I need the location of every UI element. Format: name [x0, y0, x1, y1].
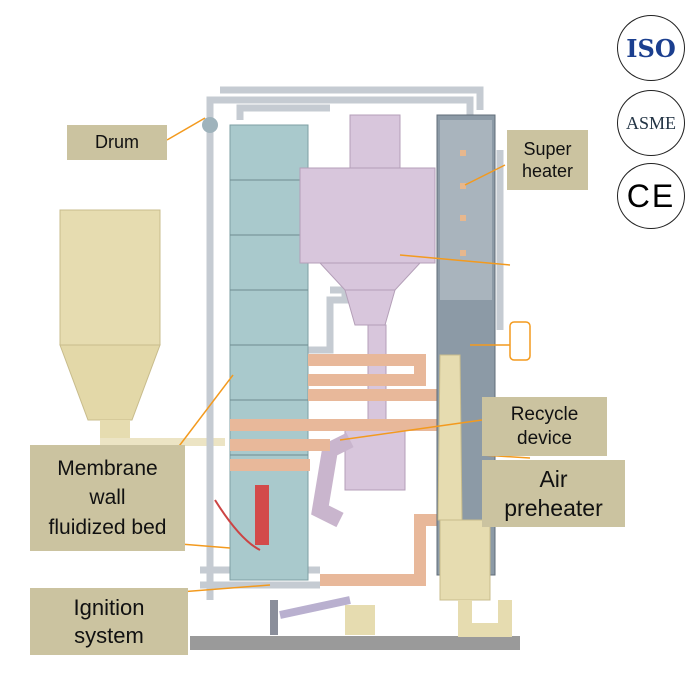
- superheater-hangers: [460, 150, 466, 256]
- iso-text: ISO: [626, 33, 676, 63]
- callout-marker: [509, 321, 531, 361]
- superheater-section: [440, 120, 492, 300]
- label-drum: Drum: [67, 125, 167, 160]
- label-air-preheater: Air preheater: [482, 460, 625, 527]
- ground-platform: [190, 636, 520, 650]
- label-text: Ignition: [73, 595, 145, 620]
- drum: [202, 117, 218, 133]
- label-recycle-device: Recycle device: [482, 397, 607, 456]
- air-preheater-column: [437, 354, 512, 637]
- label-ignition-system: Ignition system: [30, 588, 188, 655]
- label-membrane-wall-fluidized-bed: Membrane wall fluidized bed: [30, 445, 185, 551]
- label-drum-text: Drum: [95, 132, 139, 153]
- label-text: Air: [539, 465, 568, 492]
- label-text: device: [517, 427, 572, 449]
- cyclone-separator: [299, 114, 436, 528]
- fluidized-bed-area: [214, 485, 375, 635]
- label-text: Membrane: [57, 456, 158, 480]
- label-text: preheater: [504, 494, 603, 521]
- asme-logo: ASME: [617, 90, 685, 156]
- label-text: wall: [89, 486, 126, 510]
- label-text: fluidized bed: [48, 515, 167, 539]
- ce-text: CE: [626, 177, 676, 214]
- label-text: system: [74, 622, 144, 648]
- label-text: Recycle: [510, 403, 579, 425]
- iso-logo: ISO: [617, 15, 685, 81]
- asme-text: ASME: [625, 112, 676, 133]
- furnace-panels: [230, 179, 308, 456]
- label-text: heater: [521, 161, 574, 181]
- label-text: Super: [523, 138, 572, 159]
- coal-hopper: [59, 209, 225, 446]
- label-super-heater: Super heater: [507, 130, 588, 190]
- ce-logo: CE: [617, 163, 685, 229]
